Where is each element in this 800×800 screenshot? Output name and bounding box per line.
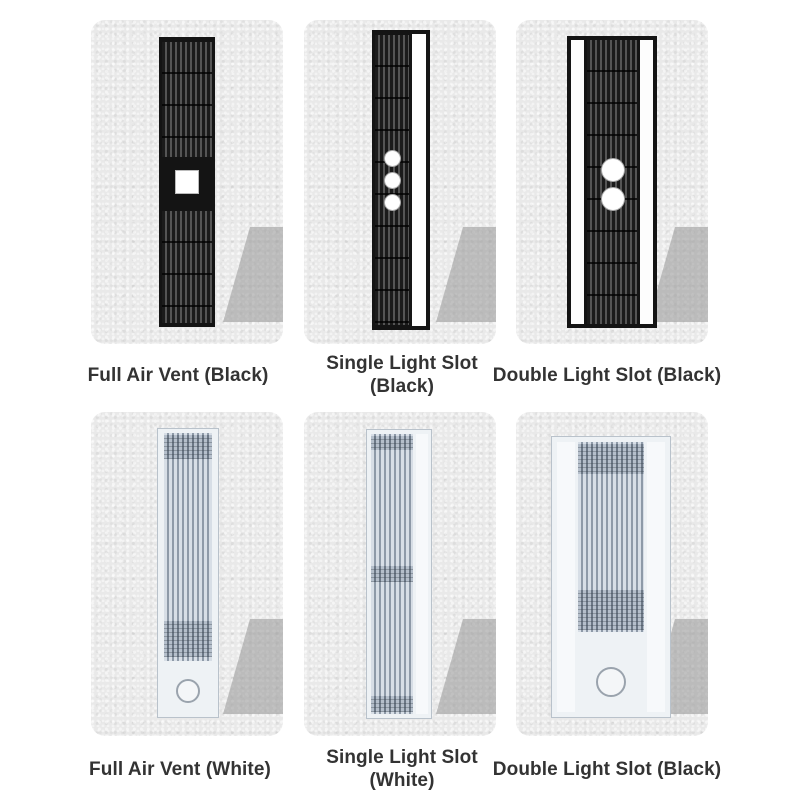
air-grille <box>164 433 212 661</box>
double-light-panel <box>567 36 657 328</box>
round-light-icon <box>596 667 626 697</box>
product-caption: Double Light Slot (Black) <box>492 365 722 386</box>
air-grille <box>587 40 637 324</box>
round-light-icon <box>384 150 401 167</box>
product-image-single-light-slot-white <box>304 412 496 736</box>
light-strip <box>416 434 428 714</box>
product-image-full-air-vent-black <box>91 20 283 344</box>
light-strip <box>640 40 653 324</box>
light-strip <box>412 34 426 326</box>
light-strip <box>557 442 575 712</box>
product-caption: Single Light Slot (White) <box>326 747 478 791</box>
light-strip <box>571 40 584 324</box>
product-image-double-light-slot-white <box>516 412 708 736</box>
round-light-icon <box>384 172 401 189</box>
product-caption: Single Light Slot (Black) <box>326 353 478 397</box>
product-image-single-light-slot-black <box>304 20 496 344</box>
single-light-panel <box>372 30 430 330</box>
round-light-icon <box>176 679 200 703</box>
air-grille <box>371 434 413 714</box>
product-caption: Full Air Vent (Black) <box>87 365 269 386</box>
round-light-icon <box>601 187 625 211</box>
product-caption: Double Light Slot (Black) <box>492 759 722 780</box>
air-vent-panel <box>157 428 219 718</box>
product-image-double-light-slot-black <box>516 20 708 344</box>
double-light-panel <box>551 436 671 718</box>
product-caption: Full Air Vent (White) <box>89 759 271 780</box>
air-vent-panel <box>159 37 215 327</box>
square-light-icon <box>175 170 199 194</box>
air-grille <box>162 211 212 323</box>
single-light-panel <box>366 429 432 719</box>
air-grille <box>162 42 212 157</box>
round-light-icon <box>384 194 401 211</box>
air-grille <box>578 442 644 632</box>
round-light-icon <box>601 158 625 182</box>
product-image-full-air-vent-white <box>91 412 283 736</box>
light-strip <box>647 442 665 712</box>
